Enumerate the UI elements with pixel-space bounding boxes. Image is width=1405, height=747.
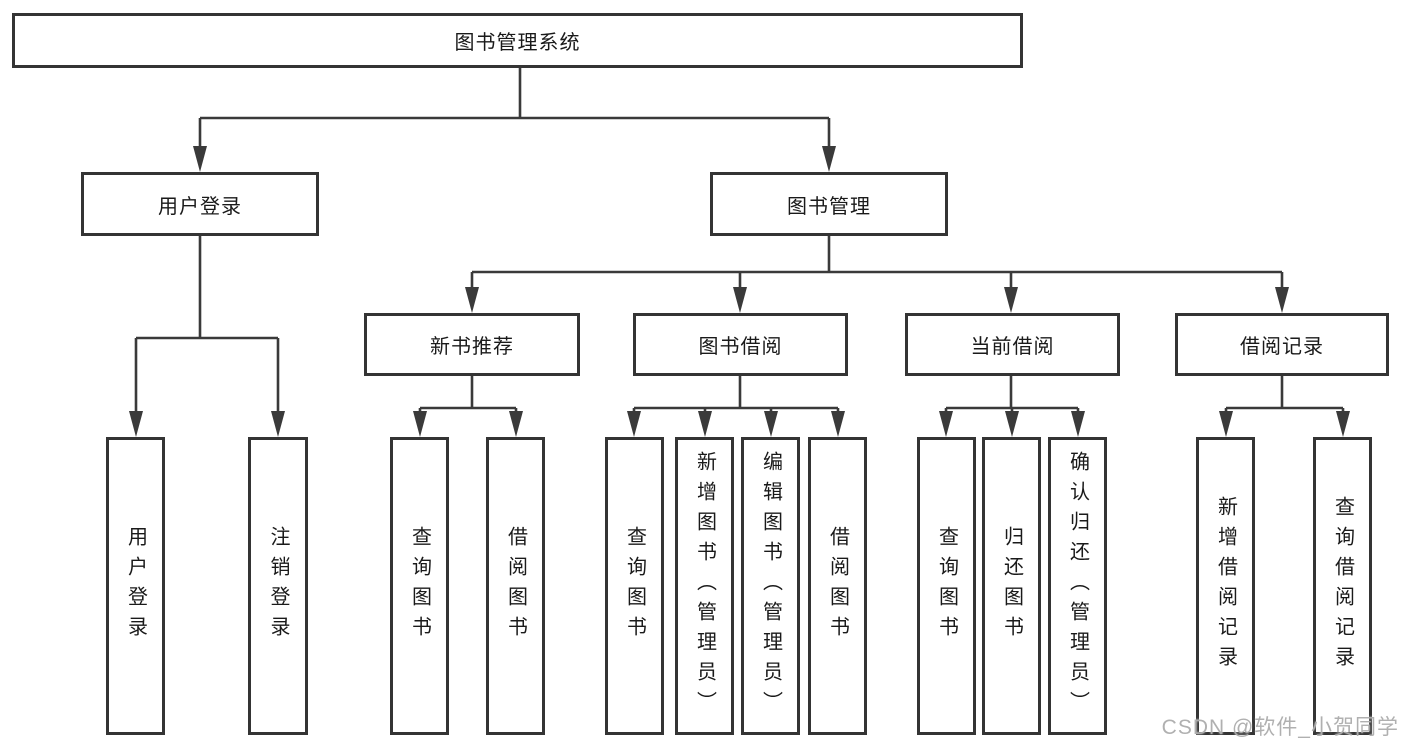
- node-user-login-leaf-label: 用户登录: [124, 526, 147, 646]
- node-add-book-admin: 新增图书（管理员）: [675, 437, 734, 735]
- node-book-management-branch: 图书管理: [710, 172, 948, 236]
- watermark-text: CSDN @软件_小贺同学: [1161, 716, 1399, 739]
- node-borrow-book-2: 借阅图书: [808, 437, 867, 735]
- node-query-book-2-label: 查询图书: [623, 526, 646, 646]
- node-borrow-book-2-label: 借阅图书: [826, 526, 849, 646]
- node-edit-book-admin-label: 编辑图书（管理员）: [759, 451, 782, 721]
- node-add-borrow-record: 新增借阅记录: [1196, 437, 1255, 735]
- node-query-book-3: 查询图书: [917, 437, 976, 735]
- node-return-book: 归还图书: [982, 437, 1041, 735]
- node-query-book-label: 查询图书: [408, 526, 431, 646]
- node-logout-leaf: 注销登录: [248, 437, 308, 735]
- node-confirm-return-admin: 确认归还（管理员）: [1048, 437, 1107, 735]
- node-book-borrow: 图书借阅: [633, 313, 848, 376]
- node-query-book-3-label: 查询图书: [935, 526, 958, 646]
- node-user-login-leaf: 用户登录: [106, 437, 165, 735]
- node-user-login-branch: 用户登录: [81, 172, 319, 236]
- node-borrow-book-label: 借阅图书: [504, 526, 527, 646]
- node-return-book-label: 归还图书: [1000, 526, 1023, 646]
- node-new-book-recommend: 新书推荐: [364, 313, 580, 376]
- node-confirm-return-admin-label: 确认归还（管理员）: [1066, 451, 1089, 721]
- node-borrow-book: 借阅图书: [486, 437, 545, 735]
- node-query-borrow-record-label: 查询借阅记录: [1331, 496, 1354, 676]
- node-logout-leaf-label: 注销登录: [267, 526, 289, 646]
- node-query-borrow-record: 查询借阅记录: [1313, 437, 1372, 735]
- node-query-book: 查询图书: [390, 437, 449, 735]
- node-root: 图书管理系统: [12, 13, 1023, 68]
- node-current-borrow: 当前借阅: [905, 313, 1120, 376]
- node-add-borrow-record-label: 新增借阅记录: [1214, 496, 1237, 676]
- node-edit-book-admin: 编辑图书（管理员）: [741, 437, 800, 735]
- node-add-book-admin-label: 新增图书（管理员）: [693, 451, 716, 721]
- node-query-book-2: 查询图书: [605, 437, 664, 735]
- node-borrow-records: 借阅记录: [1175, 313, 1389, 376]
